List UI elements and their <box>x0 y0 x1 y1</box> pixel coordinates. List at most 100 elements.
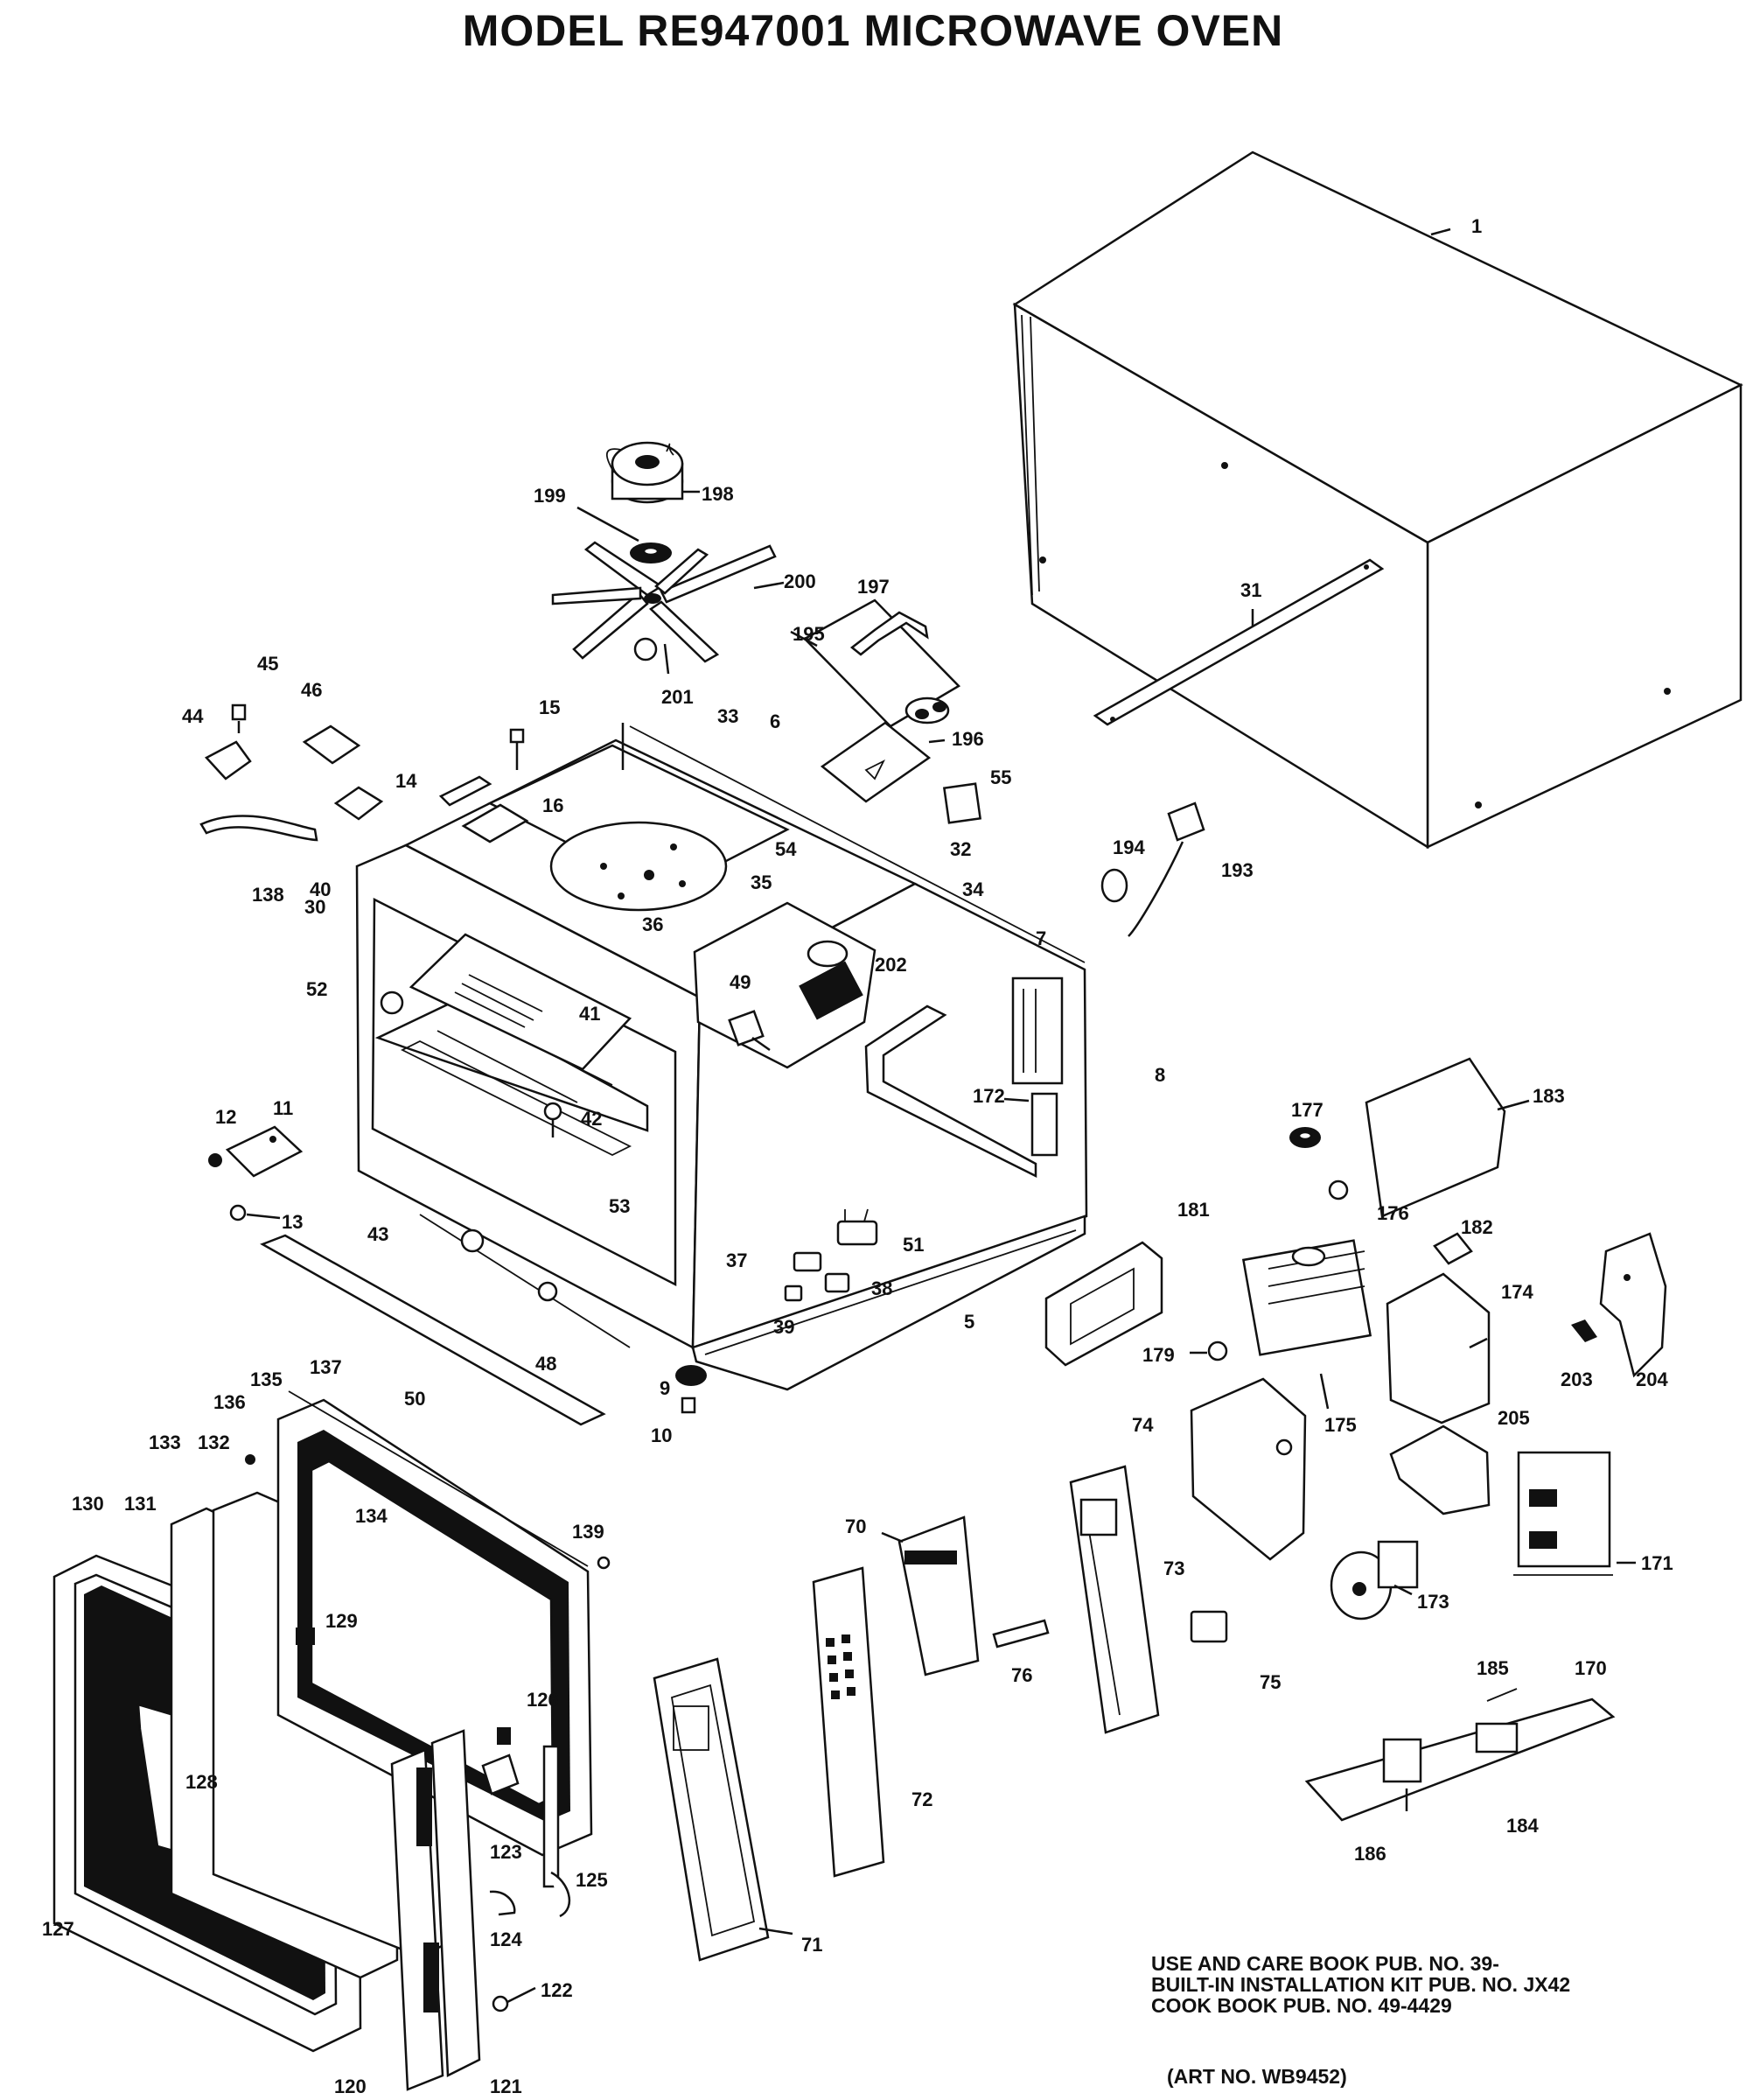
label-173: 173 <box>1417 1591 1449 1613</box>
label-129: 129 <box>325 1610 358 1632</box>
label-34: 34 <box>962 878 984 900</box>
label-9: 9 <box>660 1377 670 1399</box>
label-12: 12 <box>215 1106 236 1128</box>
label-71: 71 <box>801 1934 822 1956</box>
label-181: 181 <box>1177 1199 1210 1221</box>
label-46: 46 <box>301 679 322 701</box>
switch-75 <box>1190 1610 1228 1643</box>
stirrer-fan <box>551 541 785 663</box>
touchpad-72 <box>812 1566 885 1878</box>
label-55: 55 <box>990 766 1011 788</box>
art-number: (ART NO. WB9452) <box>1167 2065 1347 2088</box>
magnetron-175 <box>1241 1239 1372 1410</box>
label-127: 127 <box>42 1918 74 1940</box>
door-panels <box>170 1390 593 1979</box>
interlock-switch <box>728 1010 771 1052</box>
label-121: 121 <box>490 2076 522 2097</box>
label-36: 36 <box>642 914 663 935</box>
label-122: 122 <box>541 1979 573 2001</box>
label-8: 8 <box>1155 1064 1165 1086</box>
label-45: 45 <box>257 653 278 675</box>
pub-cook-book: COOK BOOK PUB. NO. 49-4429 <box>1151 1994 1452 2017</box>
latch-124-126 <box>489 1727 516 1916</box>
label-202: 202 <box>875 954 907 976</box>
hinge-123-125 <box>481 1745 570 1918</box>
part-203 <box>1571 1320 1597 1342</box>
control-frame-73 <box>1069 1465 1160 1734</box>
label-134: 134 <box>355 1505 388 1527</box>
label-204: 204 <box>1636 1368 1668 1390</box>
label-42: 42 <box>581 1108 602 1130</box>
label-138: 138 <box>252 884 284 906</box>
nut-176 <box>1328 1180 1349 1200</box>
label-73: 73 <box>1163 1558 1184 1579</box>
label-44: 44 <box>182 705 204 727</box>
label-137: 137 <box>310 1356 342 1378</box>
label-75: 75 <box>1260 1671 1281 1693</box>
label-124: 124 <box>490 1928 522 1950</box>
label-40: 40 <box>310 878 331 900</box>
transformer-171 <box>1513 1451 1636 1576</box>
switches-group <box>784 1208 878 1302</box>
label-130: 130 <box>72 1493 104 1515</box>
connector-76 <box>992 1619 1050 1648</box>
label-10: 10 <box>651 1424 672 1446</box>
pub-use-and-care: USE AND CARE BOOK PUB. NO. 39- <box>1151 1952 1499 1975</box>
label-193: 193 <box>1221 859 1254 881</box>
label-35: 35 <box>751 872 772 893</box>
label-186: 186 <box>1354 1843 1386 1865</box>
pub-installation-kit: BUILT-IN INSTALLATION KIT PUB. NO. JX42 <box>1151 1973 1571 1996</box>
label-170: 170 <box>1575 1657 1607 1679</box>
label-199: 199 <box>534 485 566 507</box>
label-203: 203 <box>1561 1368 1593 1390</box>
label-31: 31 <box>1240 579 1261 601</box>
label-125: 125 <box>576 1869 608 1891</box>
label-38: 38 <box>871 1278 892 1299</box>
label-33: 33 <box>717 705 738 727</box>
panel-cover-71 <box>653 1657 793 1962</box>
insulator-sheet <box>942 782 982 824</box>
part-labels: 1 5 6 7 8 9 10 11 12 13 14 15 16 30 31 3… <box>42 215 1673 2097</box>
label-123: 123 <box>490 1841 522 1863</box>
label-54: 54 <box>775 838 797 860</box>
outer-cabinet <box>1012 150 1743 850</box>
label-41: 41 <box>579 1003 600 1025</box>
cover-181 <box>1044 1241 1163 1367</box>
label-198: 198 <box>702 483 734 505</box>
latch-hardware <box>199 704 707 1426</box>
label-30: 30 <box>304 896 325 918</box>
thermal-179 <box>1190 1340 1228 1362</box>
label-171: 171 <box>1641 1552 1673 1574</box>
hv-capacitor <box>790 598 961 728</box>
screw-122 <box>492 1986 536 2012</box>
label-74: 74 <box>1132 1414 1154 1436</box>
stirrer-nut <box>633 637 658 662</box>
label-43: 43 <box>367 1223 388 1245</box>
label-172: 172 <box>973 1085 1005 1107</box>
oven-chassis <box>355 723 1088 1391</box>
label-205: 205 <box>1498 1407 1530 1429</box>
label-70: 70 <box>845 1516 866 1537</box>
small-parts-door <box>245 1454 611 1645</box>
label-49: 49 <box>730 971 751 993</box>
label-194: 194 <box>1113 836 1145 858</box>
label-136: 136 <box>213 1391 246 1413</box>
label-5: 5 <box>964 1311 974 1333</box>
label-16: 16 <box>542 794 563 816</box>
label-6: 6 <box>770 710 780 732</box>
label-197: 197 <box>857 576 890 598</box>
shield-74 <box>1190 1377 1307 1561</box>
label-53: 53 <box>609 1195 630 1217</box>
publication-notes: USE AND CARE BOOK PUB. NO. 39- BUILT-IN … <box>1151 1953 1676 2016</box>
control-board-70 <box>881 1516 980 1676</box>
label-184: 184 <box>1506 1815 1539 1837</box>
label-120: 120 <box>334 2076 367 2097</box>
label-179: 179 <box>1142 1344 1175 1366</box>
label-32: 32 <box>950 838 971 860</box>
label-15: 15 <box>539 696 560 718</box>
label-135: 135 <box>250 1368 283 1390</box>
label-76: 76 <box>1011 1664 1032 1686</box>
label-139: 139 <box>572 1521 604 1543</box>
label-201: 201 <box>661 686 694 708</box>
